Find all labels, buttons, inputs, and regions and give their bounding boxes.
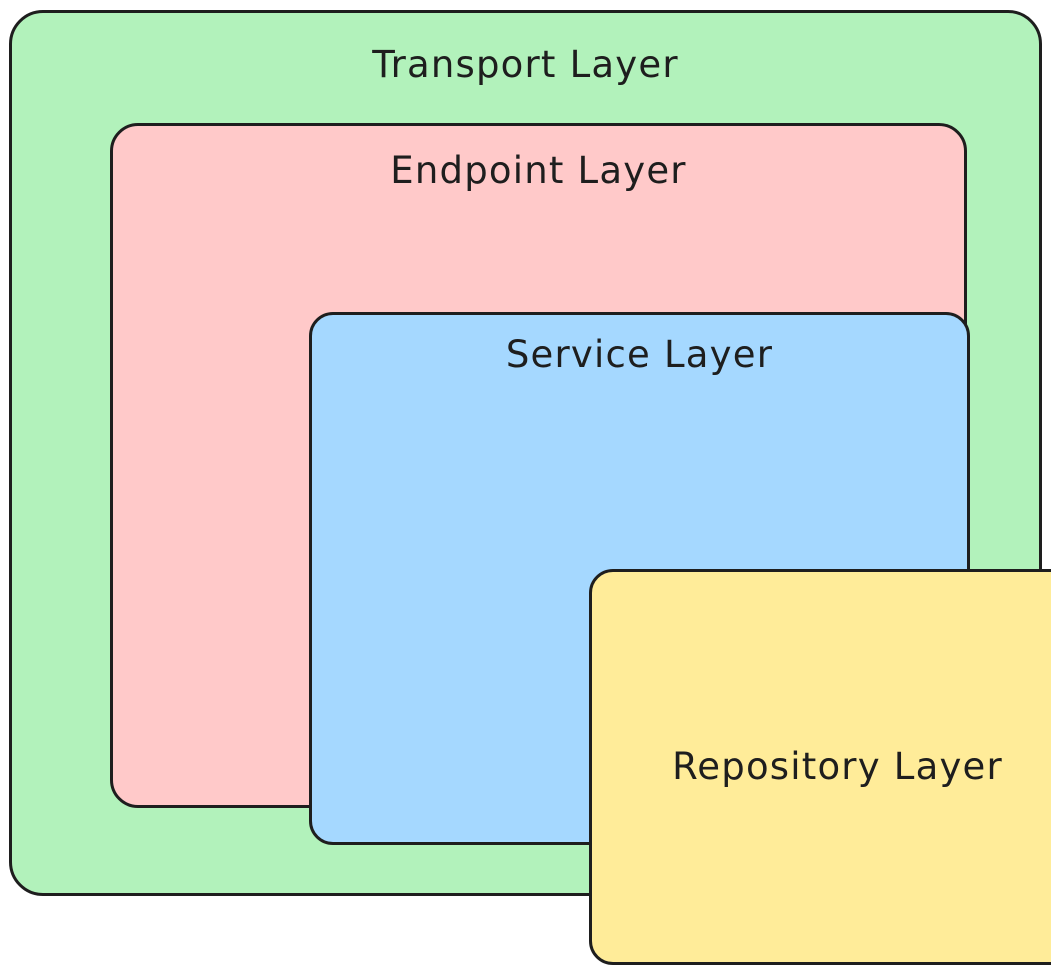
diagram-canvas: Transport Layer Endpoint Layer Service L…: [9, 10, 1051, 965]
layer-label-repository: Repository Layer: [672, 745, 1003, 788]
layer-box-transport[interactable]: Transport Layer Endpoint Layer Service L…: [9, 10, 1051, 965]
layer-label-transport: Transport Layer: [372, 43, 679, 86]
layer-box-service[interactable]: Service Layer Repository Layer: [309, 312, 1051, 965]
layer-box-endpoint[interactable]: Endpoint Layer Service Layer Repository …: [110, 123, 1051, 965]
layer-label-endpoint: Endpoint Layer: [390, 149, 687, 192]
layer-box-repository[interactable]: Repository Layer: [589, 569, 1051, 965]
layer-label-service: Service Layer: [505, 333, 774, 376]
